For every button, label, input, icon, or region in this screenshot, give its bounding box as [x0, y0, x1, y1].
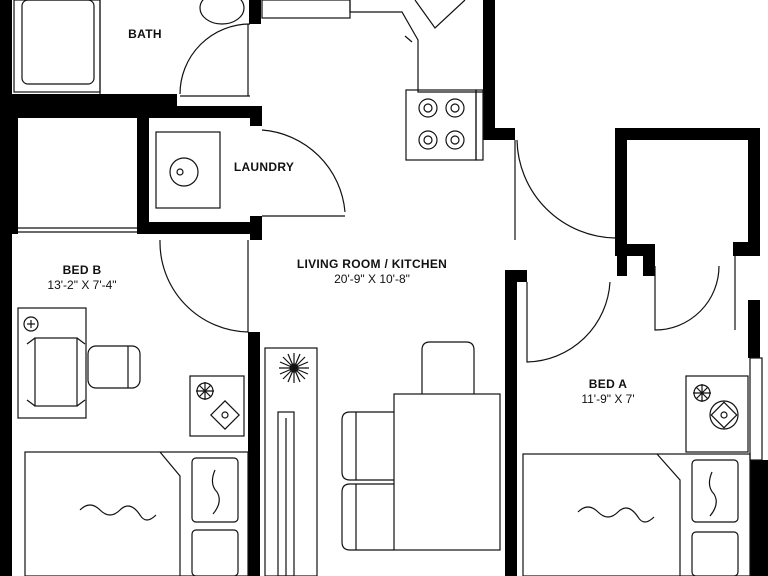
- bed-a-entry-door: [514, 139, 616, 240]
- dining-table: [393, 393, 501, 551]
- bed-a-label: BED A 11'-9" X 7': [562, 377, 654, 407]
- bed-b-label: BED B 13'-2" X 7'-4": [34, 263, 130, 293]
- bed-b-bed: [24, 451, 249, 576]
- kitchen-counter: [349, 0, 483, 93]
- bed-a-door: [526, 281, 611, 363]
- living-plant: [279, 353, 309, 383]
- living-room-label: LIVING ROOM / KITCHEN 20'-9" X 10'-8": [282, 257, 462, 287]
- bath-vanity: [261, 0, 351, 19]
- bed-b-door: [159, 239, 249, 333]
- bed-a-window: [749, 357, 763, 461]
- bed-b-desk: [17, 307, 87, 419]
- bathtub: [13, 0, 101, 93]
- bath-door: [179, 23, 251, 97]
- toilet: [199, 0, 245, 25]
- bed-a-nightstand: [685, 375, 749, 453]
- washer-dryer: [155, 131, 221, 209]
- laundry-door: [261, 129, 346, 217]
- bath-name: BATH: [128, 27, 162, 41]
- stove: [405, 89, 484, 161]
- bed-a-name: BED A: [588, 377, 628, 391]
- bed-b-nightstand: [189, 375, 245, 437]
- bath-label: BATH: [115, 27, 175, 42]
- bed-b-dimensions: 13'-2" X 7'-4": [47, 278, 117, 292]
- bed-b-closet: [18, 227, 137, 233]
- tv-console: [264, 347, 318, 576]
- bed-a-bed: [522, 453, 751, 576]
- living-room-dimensions: 20'-9" X 10'-8": [334, 272, 410, 286]
- dining-chairs: [341, 341, 475, 551]
- bed-b-name: BED B: [62, 263, 102, 277]
- bed-a-closet-door: [654, 256, 736, 331]
- living-room-name: LIVING ROOM / KITCHEN: [296, 257, 448, 271]
- laundry-label: LAUNDRY: [222, 160, 306, 175]
- bed-a-dimensions: 11'-9" X 7': [581, 392, 635, 406]
- bed-b-chair: [87, 345, 141, 389]
- laundry-name: LAUNDRY: [233, 160, 295, 174]
